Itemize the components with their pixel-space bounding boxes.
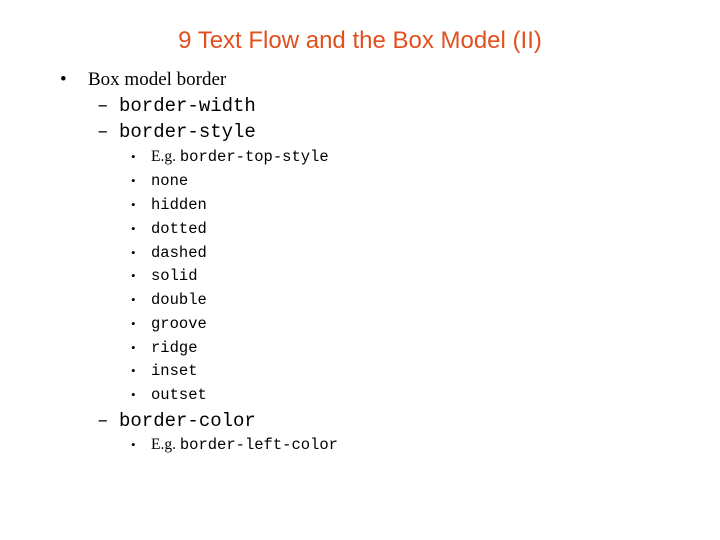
list-item: • none <box>131 171 188 191</box>
example-value: border-left-color <box>179 436 338 454</box>
list-item: • groove <box>131 314 207 334</box>
subitem-text: border-color <box>119 410 256 432</box>
list-item: • inset <box>131 361 198 381</box>
list-item: • dashed <box>131 243 207 263</box>
style-value: double <box>151 291 207 309</box>
subitem-text: border-style <box>119 121 256 143</box>
list-item: • double <box>131 290 207 310</box>
style-value: groove <box>151 315 207 333</box>
dash-icon: – <box>97 410 109 432</box>
example-prefix: E.g. <box>151 148 176 165</box>
bullet-icon: • <box>131 316 136 331</box>
subitem-border-style: –border-style <box>97 121 256 143</box>
bullet-icon: • <box>131 363 136 378</box>
bullet-icon: • <box>131 340 136 355</box>
list-item-example-left: • E.g. border-left-color <box>131 435 338 455</box>
style-value: hidden <box>151 196 207 214</box>
list-item: • dotted <box>131 219 207 239</box>
bullet-icon: • <box>131 149 136 164</box>
list-item-example-top: • E.g. border-top-style <box>131 147 329 167</box>
list-item: • outset <box>131 385 207 405</box>
bullet-icon: • <box>131 173 136 188</box>
list-item: • solid <box>131 266 198 286</box>
bullet-box-model-border: • Box model border <box>60 69 226 91</box>
dash-icon: – <box>97 121 109 143</box>
subitem-border-color: –border-color <box>97 410 256 432</box>
style-value: dotted <box>151 220 207 238</box>
style-value: solid <box>151 267 198 285</box>
subitem-border-width: –border-width <box>97 95 256 117</box>
example-value: border-top-style <box>179 148 329 166</box>
style-value: inset <box>151 362 198 380</box>
slide-title: 9 Text Flow and the Box Model (II) <box>178 27 542 54</box>
bullet-icon: • <box>60 69 67 90</box>
bullet-icon: • <box>131 245 136 260</box>
bullet-icon: • <box>131 292 136 307</box>
example-prefix: E.g. <box>151 436 176 453</box>
style-value: none <box>151 172 189 190</box>
dash-icon: – <box>97 95 109 117</box>
style-value: outset <box>151 386 207 404</box>
bullet-icon: • <box>131 221 136 236</box>
subitem-text: border-width <box>119 95 256 117</box>
bullet-text: Box model border <box>88 69 227 90</box>
list-item: • hidden <box>131 195 207 215</box>
style-value: ridge <box>151 339 198 357</box>
bullet-icon: • <box>131 197 136 212</box>
list-item: • ridge <box>131 338 198 358</box>
bullet-icon: • <box>131 268 136 283</box>
bullet-icon: • <box>131 437 136 452</box>
style-value: dashed <box>151 244 207 262</box>
bullet-icon: • <box>131 387 136 402</box>
